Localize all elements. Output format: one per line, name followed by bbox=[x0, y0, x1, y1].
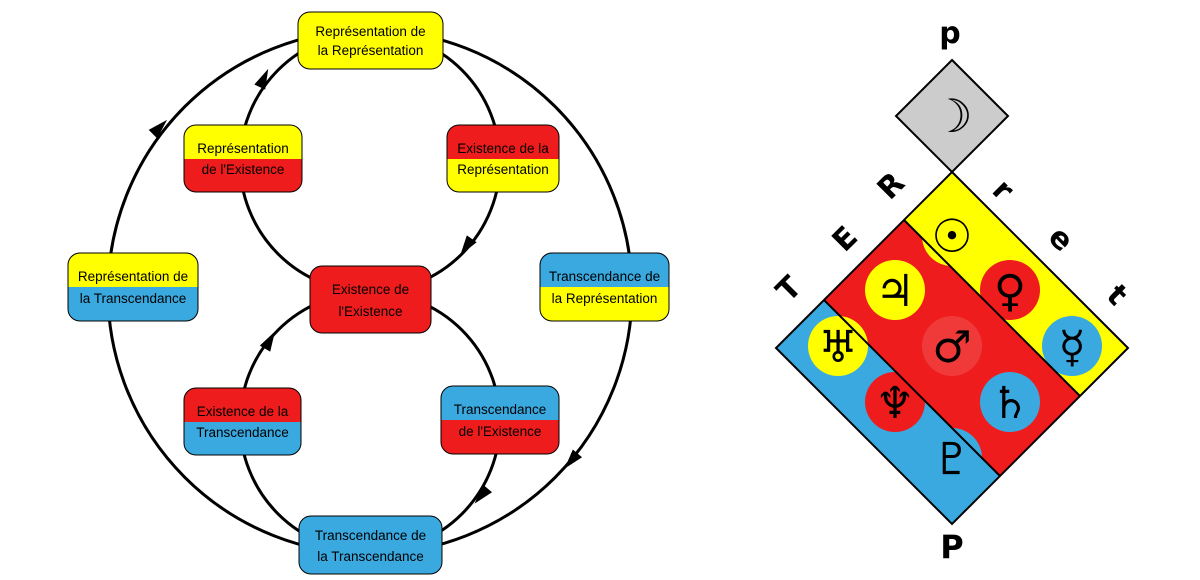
node-label-line1: Transcendance de bbox=[315, 528, 426, 543]
node-label-line2: l'Existence bbox=[338, 304, 402, 319]
node-existence-de-la-representation: Existence de la Représentation bbox=[446, 124, 560, 193]
node-transcendance-de-l-existence: Transcendance de l'Existence bbox=[440, 385, 560, 455]
uranus-disc bbox=[808, 316, 868, 376]
node-label-line1: Existence de la bbox=[197, 404, 289, 419]
moon-icon: ☽ bbox=[931, 89, 972, 143]
node-label-line1: Transcendance de bbox=[549, 269, 660, 284]
node-transcendance-de-la-transcendance: Transcendance de la Transcendance bbox=[298, 515, 443, 575]
saturn-icon: ♄ bbox=[990, 378, 1029, 429]
node-label-line1: Transcendance bbox=[454, 402, 547, 417]
mars-disc bbox=[922, 316, 982, 376]
node-label-line2: Transcendance bbox=[196, 425, 289, 440]
node-existence-de-l-existence: Existence de l'Existence bbox=[309, 265, 432, 334]
node-label-line1: Existence de bbox=[332, 282, 409, 297]
diamond-diagram: p ☽ ☉ ♀ ☿ ♃ ♂ bbox=[770, 16, 1134, 566]
venus-disc bbox=[980, 260, 1040, 320]
uranus-icon: ♅ bbox=[818, 322, 857, 373]
arrow-head bbox=[474, 484, 493, 504]
bottom-letter: P bbox=[940, 528, 963, 566]
node-representation-de-la-transcendance: Représentation de la Transcendance bbox=[67, 252, 199, 322]
left-edge-letter: T bbox=[770, 269, 810, 309]
arrow-head bbox=[148, 119, 168, 139]
node-label-line2: la Transcendance bbox=[80, 291, 187, 306]
node-existence-de-la-transcendance: Existence de la Transcendance bbox=[183, 387, 302, 456]
node-label-line1: Représentation bbox=[197, 141, 289, 156]
flow-arrows bbox=[148, 68, 583, 504]
saturn-disc bbox=[980, 372, 1040, 432]
venus-icon: ♀ bbox=[994, 266, 1026, 317]
node-label-line1: Représentation de bbox=[315, 24, 425, 39]
node-label-line1: Représentation de bbox=[78, 269, 188, 284]
node-representation-de-la-representation: Représentation de la Représentation bbox=[297, 11, 444, 70]
arrow-head bbox=[460, 235, 477, 256]
jupiter-disc bbox=[865, 260, 925, 320]
node-label-line2: Représentation bbox=[457, 162, 549, 177]
node-label-line2: de l'Existence bbox=[202, 162, 285, 177]
node-label-line2: la Représentation bbox=[552, 291, 658, 306]
sun-disc bbox=[922, 206, 982, 266]
mercury-disc bbox=[1042, 316, 1102, 376]
top-letter: p bbox=[939, 16, 960, 51]
arrow-head bbox=[564, 449, 583, 469]
mercury-icon: ☿ bbox=[1058, 322, 1085, 373]
right-edge-letter: r bbox=[985, 173, 1020, 208]
neptune-icon: ♆ bbox=[875, 378, 914, 429]
planet-glyphs: ☉ ♀ ☿ ♃ ♂ ♄ ♅ ♆ ♇ bbox=[818, 209, 1085, 485]
node-label-line2: la Transcendance bbox=[317, 549, 424, 564]
mars-icon: ♂ bbox=[932, 322, 971, 373]
node-representation-de-l-existence: Représentation de l'Existence bbox=[183, 124, 303, 193]
arrow-head bbox=[254, 68, 269, 90]
gray-cell: ☽ bbox=[894, 58, 1010, 174]
node-label-line2: la Représentation bbox=[318, 43, 424, 58]
node-label-line1: Existence de la bbox=[457, 141, 549, 156]
left-edge-letter: R bbox=[871, 166, 912, 207]
diamond-outline bbox=[774, 170, 1130, 526]
left-edge-letter: E bbox=[826, 220, 865, 259]
cycle-diagram: Représentation de la Représentation Repr… bbox=[67, 11, 670, 575]
right-edge-letter: t bbox=[1099, 278, 1134, 313]
node-label-line2: de l'Existence bbox=[459, 424, 542, 439]
arrow-head bbox=[259, 331, 275, 352]
node-transcendance-de-la-representation: Transcendance de la Représentation bbox=[539, 252, 670, 322]
jupiter-icon: ♃ bbox=[875, 266, 914, 317]
right-edge-letter: e bbox=[1041, 220, 1080, 259]
